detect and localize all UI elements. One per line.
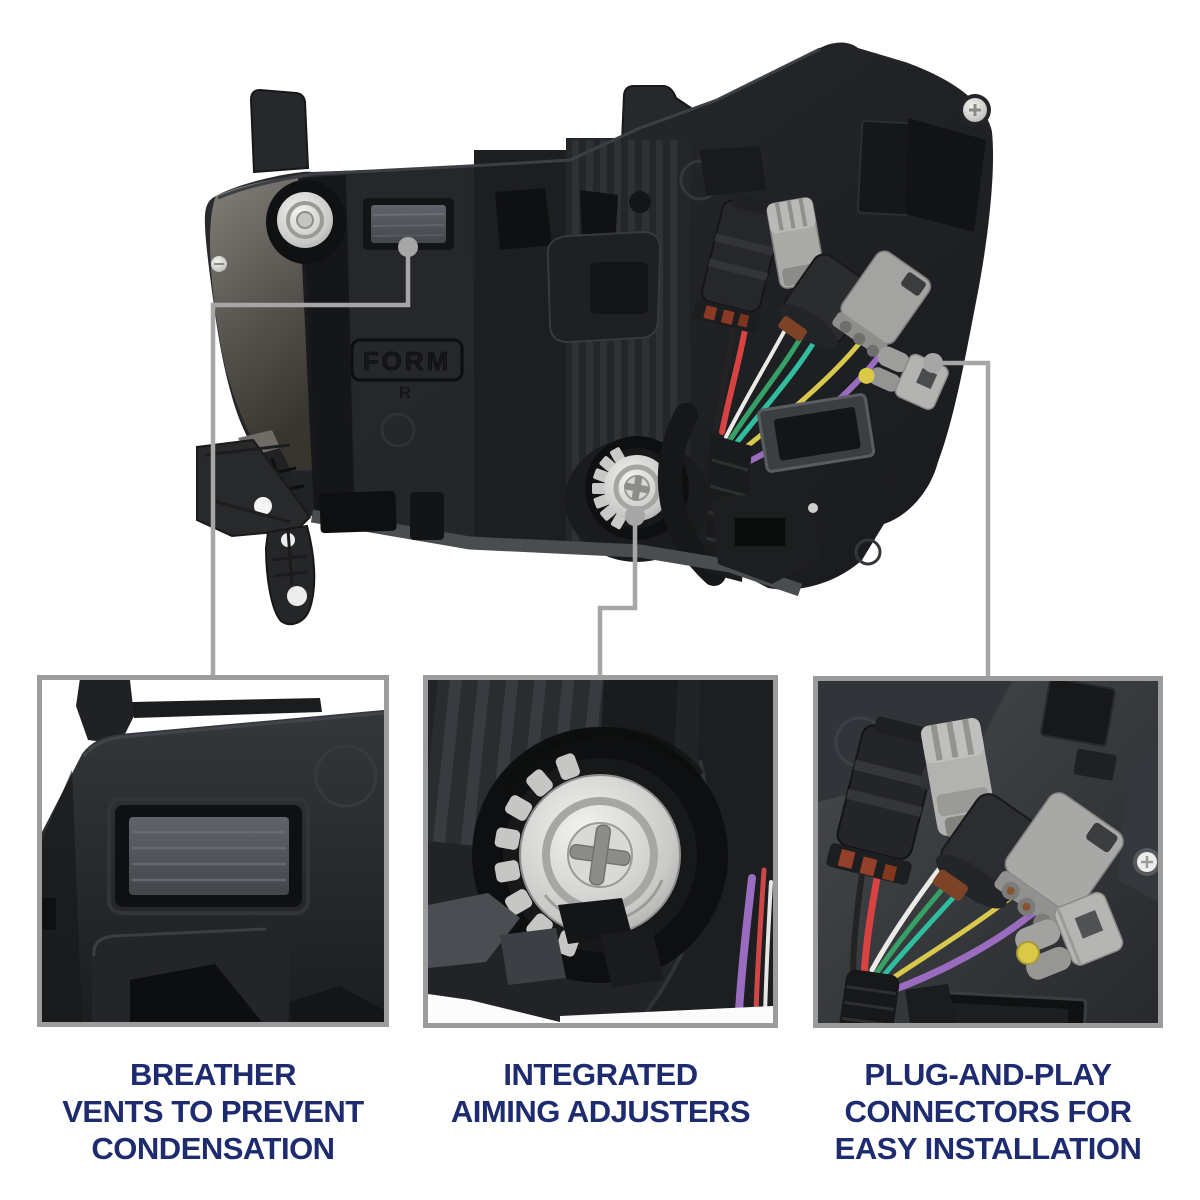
inset-connectors [818,681,1158,1023]
callout-leaders [210,247,991,677]
knob [629,191,651,213]
inset-r-screw [1133,848,1158,876]
breather-cap [266,180,346,264]
caption-line: CONDENSATION [91,1131,335,1166]
screw-top-right [959,94,991,126]
mounting-tab-left [249,88,310,174]
connector-cluster [657,193,949,586]
callout-dot-connectors [923,353,943,373]
screw-left-face [211,256,227,272]
inset-r-plates [1040,681,1117,781]
caption-line: VENTS TO PREVENT [62,1094,364,1129]
inset-l-recess [91,926,291,1022]
inset-l-vent [107,797,310,915]
callout-dot-breather [398,237,418,257]
inset-m-right-mass [636,680,773,1023]
caption-line: AIMING ADJUSTERS [450,1094,751,1129]
upper-shadow [906,118,986,232]
inset-r-connector-3pin [994,792,1124,932]
inset-frame-adjuster [423,675,778,1028]
housing-center-panel [346,166,478,540]
callout-line-breather [210,247,411,675]
caption-line: EASY INSTALLATION [834,1131,1142,1166]
inset-r-yellow-cap [1016,941,1040,965]
bulb-bracket [712,490,820,584]
inset-frames [37,675,1163,1028]
connector-black [692,193,783,334]
inset-m-tab-2 [600,928,664,988]
headlight-rear-photo: FORM R [196,42,994,626]
emboss-recess [546,230,662,344]
caption-line: CONNECTORS FOR [844,1094,1132,1129]
inset-m-bracket-2 [500,928,566,985]
molded-logo: FORM R [350,338,464,402]
connector-gray-3pin [832,250,932,357]
caption-plug-and-play: PLUG-AND-PLAY CONNECTORS FOR EASY INSTAL… [813,1056,1163,1167]
inset-m-wires [735,867,773,1018]
caption-breather-vents: BREATHER VENTS TO PREVENT CONDENSATION [37,1056,389,1167]
callout-line-connectors [933,360,991,677]
inset-l-dimple [314,744,378,808]
breather-vent [363,198,454,250]
slot-a [495,188,552,250]
inset-m-tab-1 [558,898,632,944]
inset-m-adjuster [472,726,728,983]
molded-logo-text: FORM [363,346,452,376]
inset-r-bottom-shape [905,984,956,1023]
callout-dot-adjuster [625,506,645,526]
inset-m-bracket-1 [428,893,520,968]
inset-l-tab [76,680,134,744]
underside-clip [410,492,444,540]
inset-aiming-adjuster [428,680,773,1023]
caption-line: PLUG-AND-PLAY [864,1057,1112,1092]
inset-m-white [428,994,564,1023]
callout-line-adjuster [597,516,638,676]
upper-notch [700,146,766,196]
lower-bracket [196,438,316,626]
framed-plate [757,393,876,473]
inset-l-corner [290,986,384,1022]
inset-r-connector-ribbed [920,718,997,838]
inset-r-sheath [837,969,900,1023]
caption-aiming-adjusters: INTEGRATED AIMING ADJUSTERS [423,1056,778,1130]
molded-side-mark: R [399,383,411,402]
inset-breather-vent [42,680,384,1022]
underside-plate [319,490,397,534]
caption-line: INTEGRATED [503,1057,698,1092]
inset-l-edge [132,698,322,718]
housing-top-highlight [217,47,821,200]
inset-frame-breather [37,675,389,1027]
caption-line: BREATHER [130,1057,296,1092]
upper-plate [856,119,914,217]
dimple-2 [380,412,416,448]
inset-frame-connectors [813,676,1163,1028]
dimple-3 [854,538,882,566]
